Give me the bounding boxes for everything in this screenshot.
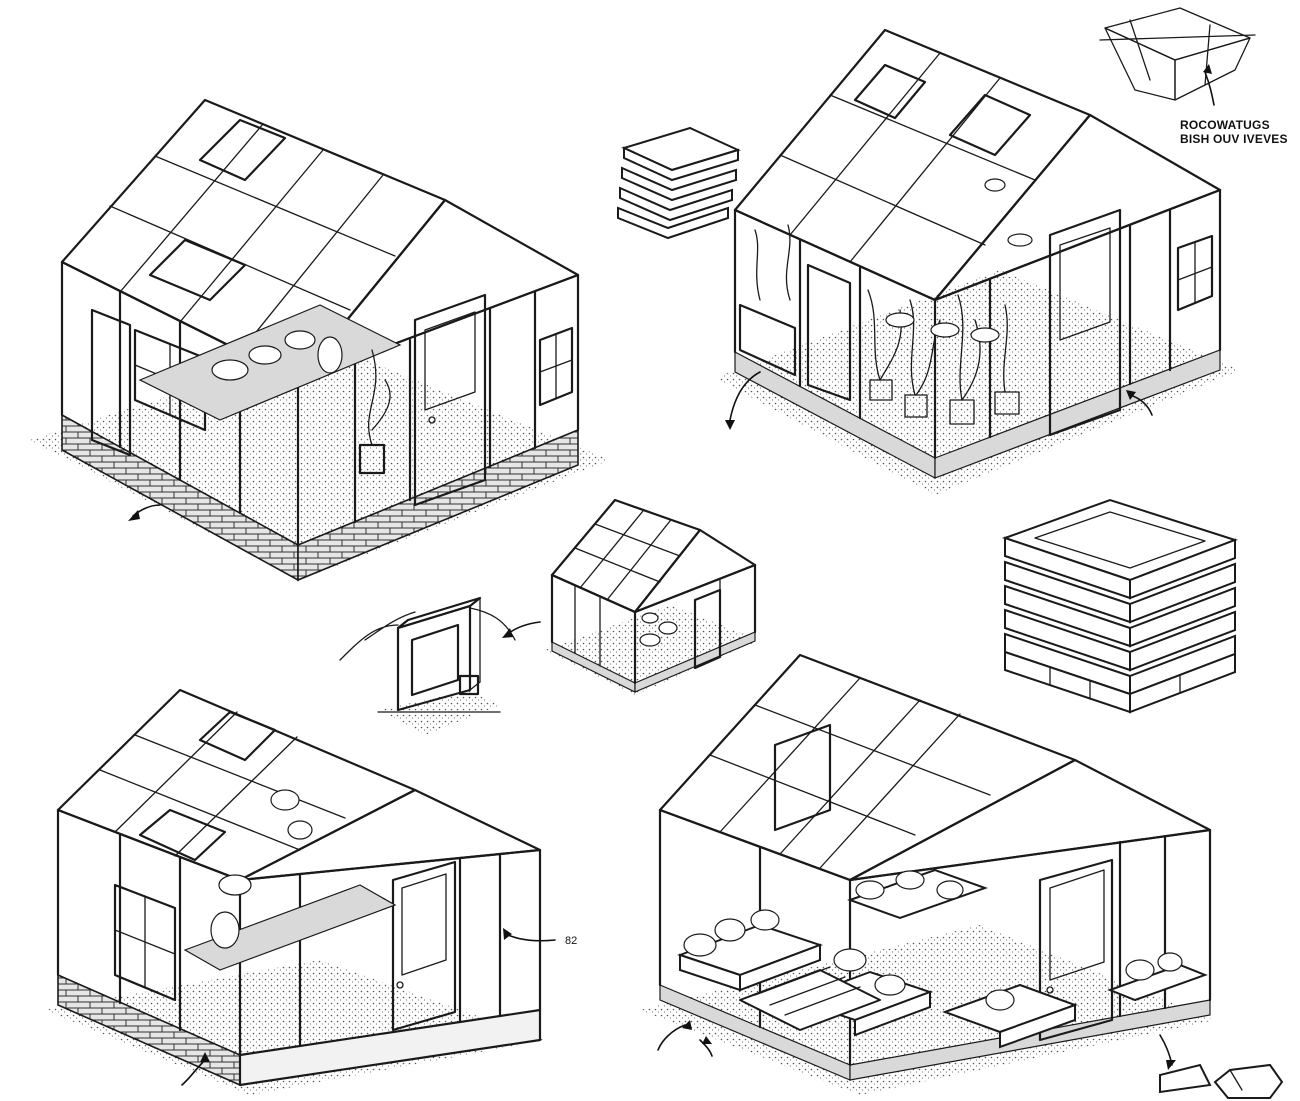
door <box>391 860 457 1032</box>
roof-vent-lower <box>138 808 227 862</box>
ground-gravel <box>715 270 1240 495</box>
door <box>693 588 722 670</box>
greenhouse-top-left <box>30 98 610 582</box>
door-window <box>424 311 476 411</box>
door-handle-icon <box>428 416 436 424</box>
arrow <box>507 621 541 635</box>
front-window-open <box>90 308 132 457</box>
potted-plant <box>368 349 391 446</box>
ground-gravel <box>30 345 610 580</box>
door-window <box>401 873 447 976</box>
front-window-open <box>738 303 797 377</box>
gable-end <box>848 758 1212 882</box>
bucket <box>458 674 480 696</box>
door-window <box>1049 869 1105 981</box>
greenhouse-small-center <box>545 498 760 695</box>
roof-vent-lower <box>148 238 247 302</box>
greenhouse-bottom-left <box>45 688 556 1095</box>
panel-stack <box>617 126 741 240</box>
roof-vent <box>773 723 832 832</box>
cold-frame-glass <box>410 623 460 697</box>
side-window <box>538 326 574 407</box>
crate-stack <box>1001 498 1239 714</box>
plants <box>683 870 1183 1011</box>
roof-plane <box>733 28 1092 302</box>
base-side <box>849 999 1211 1081</box>
pallet-walkway <box>739 966 881 1031</box>
roof-rafters <box>779 52 1036 263</box>
base-side <box>238 1008 542 1087</box>
side-window <box>1176 234 1214 312</box>
front-door <box>806 263 852 402</box>
roof-rafters <box>109 123 396 353</box>
plants <box>211 330 343 381</box>
front-window <box>113 883 177 1002</box>
roof-vent <box>853 63 927 120</box>
greenhouse-top-right <box>715 28 1240 495</box>
planting-bench <box>183 884 397 971</box>
top-right-label-line2: BISH OUV IVEVES <box>1180 132 1288 146</box>
raised-bed <box>1107 963 1208 1002</box>
roof-vent-right <box>948 93 1032 157</box>
cold-frame <box>339 596 516 735</box>
plants <box>639 612 678 647</box>
door-handle-icon <box>1046 986 1054 994</box>
greenhouse-bottom-right <box>640 653 1215 1095</box>
plants <box>210 789 313 949</box>
roof-plane <box>658 653 1077 882</box>
roof-plane <box>60 98 447 382</box>
door <box>1038 858 1114 1042</box>
side-label: 82 <box>565 935 577 947</box>
roof-rafters <box>709 677 991 869</box>
door-handle-icon <box>396 981 404 989</box>
door <box>1048 208 1122 437</box>
roof-vent <box>198 710 277 762</box>
bottom-right-blocks <box>1159 1063 1284 1099</box>
roof-plane <box>56 688 417 882</box>
roof-rafters <box>99 711 346 857</box>
plants <box>754 178 1033 425</box>
door-window <box>1059 227 1111 341</box>
roof-vent <box>198 118 287 182</box>
door <box>413 293 487 507</box>
top-right-label-line1: ROCOWATUGS <box>1180 118 1270 132</box>
base-side <box>934 349 1221 479</box>
wire-box <box>1099 7 1256 106</box>
